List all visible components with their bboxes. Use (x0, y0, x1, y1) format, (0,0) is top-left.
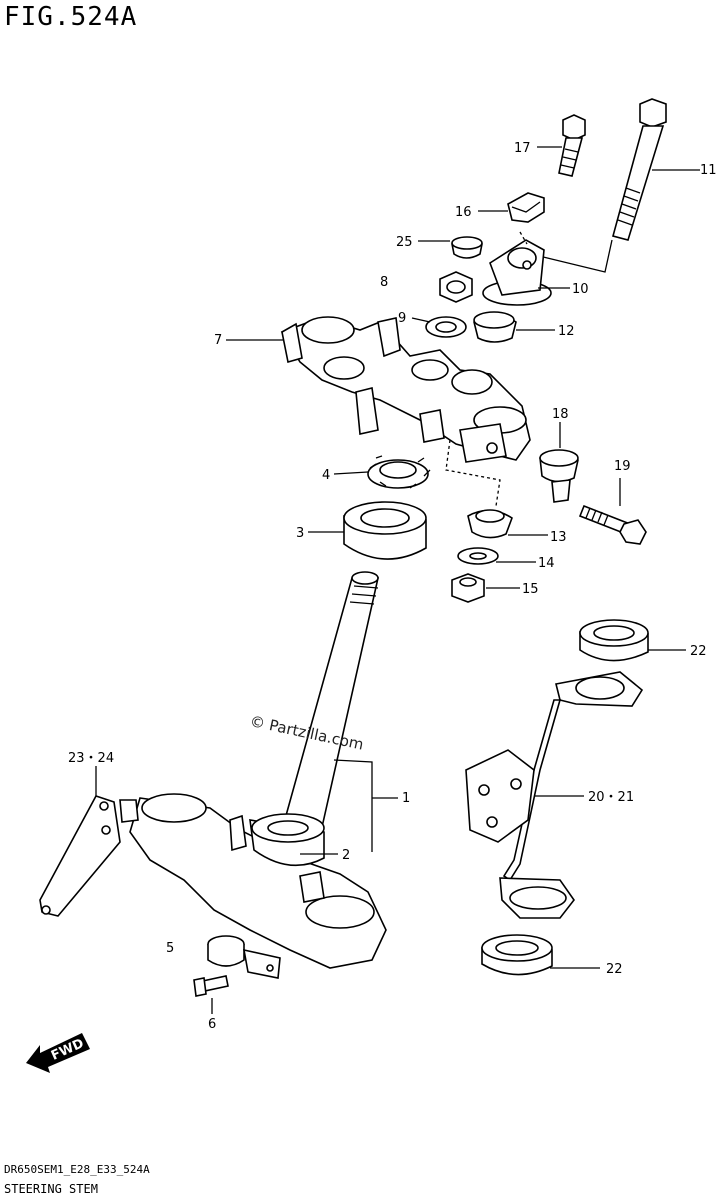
part-9-washer[interactable] (425, 316, 467, 338)
part-22-grommet-upper[interactable] (579, 619, 649, 662)
figure-name: STEERING STEM (4, 1182, 98, 1196)
callout-2: 2 (342, 848, 350, 863)
figure-code: DR650SEM1_E28_E33_524A (4, 1163, 150, 1176)
callout-13: 13 (550, 530, 567, 545)
fwd-arrow-icon: FWD (26, 1033, 90, 1073)
callout-22-lower: 22 (606, 962, 623, 977)
part-22-grommet-lower[interactable] (481, 934, 553, 976)
callout-20-21: 20・21 (588, 790, 634, 805)
part-14-washer[interactable] (457, 547, 499, 565)
callout-9: 9 (398, 311, 406, 326)
callout-22-upper: 22 (690, 644, 707, 659)
part-6-bolt[interactable] (193, 975, 229, 997)
callout-16: 16 (455, 205, 472, 220)
part-19-bolt[interactable] (578, 504, 647, 545)
part-3-bearing[interactable] (343, 501, 427, 560)
callout-15: 15 (522, 582, 539, 597)
callout-25: 25 (396, 235, 413, 250)
callout-12: 12 (558, 324, 575, 339)
callout-10: 10 (572, 282, 589, 297)
part-12-cushion[interactable] (473, 311, 517, 343)
part-18-bushing[interactable] (539, 449, 579, 503)
part-1-steering-stem[interactable] (129, 571, 387, 969)
callout-1: 1 (402, 791, 410, 806)
part-13-cushion[interactable] (467, 509, 513, 539)
part-11-bolt[interactable] (612, 98, 667, 241)
callout-8: 8 (380, 275, 388, 290)
part-7-upper-bracket[interactable] (280, 316, 531, 463)
callout-18: 18 (552, 407, 569, 422)
callout-6: 6 (208, 1017, 216, 1032)
part-15-nut[interactable] (451, 573, 485, 603)
callout-11: 11 (700, 163, 717, 178)
callout-14: 14 (538, 556, 555, 571)
figure-title: FIG.524A (4, 2, 138, 32)
part-10-holder[interactable] (482, 239, 552, 306)
callout-3: 3 (296, 526, 304, 541)
callout-19: 19 (614, 459, 631, 474)
part-16-clamp[interactable] (507, 192, 545, 223)
callout-4: 4 (322, 468, 330, 483)
callout-17: 17 (514, 141, 531, 156)
part-23-24-arm[interactable] (39, 795, 139, 917)
part-17-bolt[interactable] (558, 114, 586, 177)
part-4-lock-nut[interactable] (367, 455, 431, 489)
part-5-clamp[interactable] (207, 935, 281, 979)
part-20-21-stay[interactable] (465, 671, 644, 919)
part-8-nut[interactable] (439, 271, 473, 303)
callout-7: 7 (214, 333, 222, 348)
callout-5: 5 (166, 941, 174, 956)
part-25-cap[interactable] (451, 236, 483, 259)
callout-23-24: 23・24 (68, 751, 114, 766)
